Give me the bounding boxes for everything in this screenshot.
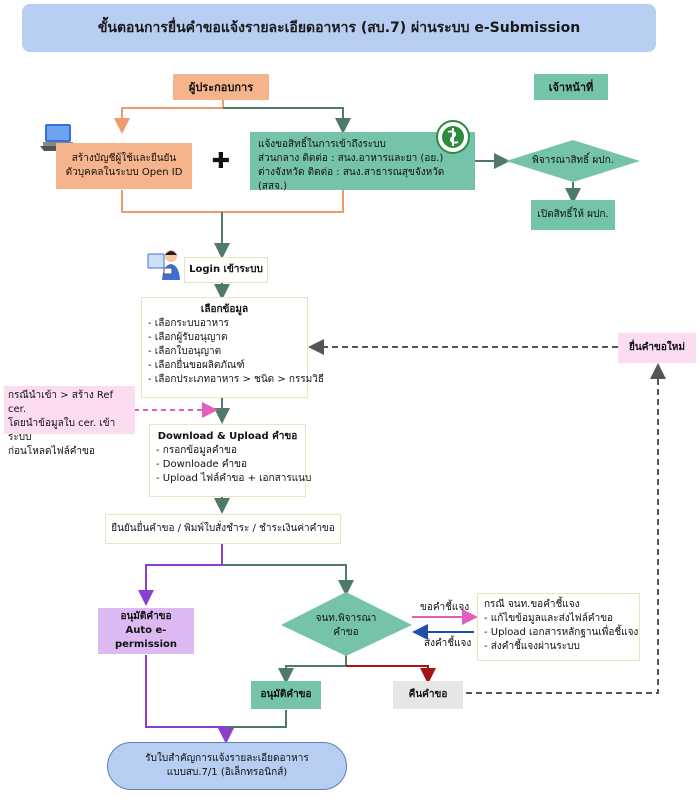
list-item: เลือกระบบอาหาร <box>148 317 301 331</box>
user-at-computer-icon <box>146 246 182 282</box>
arrow-to-approve <box>278 653 347 684</box>
select-data-box: เลือกข้อมูล เลือกระบบอาหาร เลือกผู้รับอน… <box>141 297 324 398</box>
arrow-to-return <box>346 665 436 684</box>
list-item: Downloade คำขอ <box>156 458 299 472</box>
clarification-box: กรณี จนท.ขอคำชี้แจง แก้ไขข้อมูลและส่งไฟล… <box>477 593 640 661</box>
confirm-payment-box: ยืนยันยื่นคำขอ / พิมพ์ใบสั่งชำระ / ชำระเ… <box>105 514 341 544</box>
openid-box: สร้างบัญชีผู้ใช้และยืนยัน ตัวบุคคลในระบบ… <box>56 143 192 189</box>
arrow-to-auto <box>138 544 223 606</box>
download-upload-list: กรอกข้อมูลคำขอ Downloade คำขอ Upload ไฟล… <box>156 444 312 486</box>
consider-rights-diamond <box>506 140 640 182</box>
grant-rights-box: เปิดสิทธิ์ให้ ผปก. <box>531 200 615 230</box>
operator-header: ผู้ประกอบการ <box>173 74 269 100</box>
officer-consider-diamond <box>281 592 412 656</box>
arrow-auto-to-receipt <box>145 655 234 744</box>
fda-logo-icon <box>436 120 470 154</box>
auto-approve-box: อนุมัติคำขอ Auto e-permission <box>98 608 194 654</box>
arrow-to-openid <box>114 100 224 134</box>
import-note-box: กรณีนำเข้า > สร้าง Ref cer. โดยนำข้อมูลใ… <box>4 386 135 457</box>
merge-openid <box>121 190 344 213</box>
list-item: ส่งคำชี้แจงผ่านระบบ <box>484 640 633 654</box>
plus-icon: ✚ <box>211 148 231 174</box>
list-item: เลือกใบอนุญาต <box>148 345 301 359</box>
consider-rights-label: พิจารณาสิทธิ์ ผปก. <box>532 155 614 166</box>
arrow-approve-to-receipt <box>226 710 287 728</box>
send-clarify-label: ส่งคำชี้แจง <box>424 638 472 649</box>
arrow-to-access <box>223 107 351 134</box>
approve-box: อนุมัติคำขอ <box>251 681 321 709</box>
download-upload-box: Download & Upload คำขอ กรอกข้อมูลคำขอ Do… <box>149 424 312 497</box>
login-box: Login เข้าระบบ <box>184 257 268 283</box>
access-rights-box: แจ้งขอสิทธิ์ในการเข้าถึงระบบ ส่วนกลาง ติ… <box>250 132 475 192</box>
list-item: กรอกข้อมูลคำขอ <box>156 444 299 458</box>
list-item: เลือกประเภทอาหาร > ชนิด > กรรมวิธี <box>148 373 324 387</box>
officer-header: เจ้าหน้าที่ <box>534 74 608 100</box>
list-item: Upload เอกสารหลักฐานเพื่อชี้แจง <box>484 626 639 640</box>
return-request-box: คืนคำขอ <box>393 681 463 709</box>
list-item: แก้ไขข้อมูลและส่งไฟล์คำขอ <box>484 612 633 626</box>
arrow-to-officer-consider <box>222 564 354 596</box>
list-item: Upload ไฟล์คำขอ + เอกสารแนบ <box>156 472 312 486</box>
request-clarify-label: ขอคำชี้แจง <box>420 602 470 613</box>
arrow-return-to-resubmit <box>466 363 666 694</box>
receipt-box: รับใบสำคัญการแจ้งรายละเอียดอาหาร แบบสบ.7… <box>107 742 347 790</box>
clarification-list: แก้ไขข้อมูลและส่งไฟล์คำขอ Upload เอกสารห… <box>484 612 639 654</box>
page-title: ขั้นตอนการยื่นคำขอแจ้งรายละเอียดอาหาร (ส… <box>22 4 656 52</box>
list-item: เลือกผู้รับอนุญาต <box>148 331 301 345</box>
officer-consider-label: จนท.พิจารณา คำขอ <box>315 613 377 638</box>
resubmit-box: ยื่นคำขอใหม่ <box>618 333 696 363</box>
list-item: เลือกยื่นขอผลิตภัณฑ์ <box>148 359 301 373</box>
select-data-list: เลือกระบบอาหาร เลือกผู้รับอนุญาต เลือกใบ… <box>148 317 324 387</box>
